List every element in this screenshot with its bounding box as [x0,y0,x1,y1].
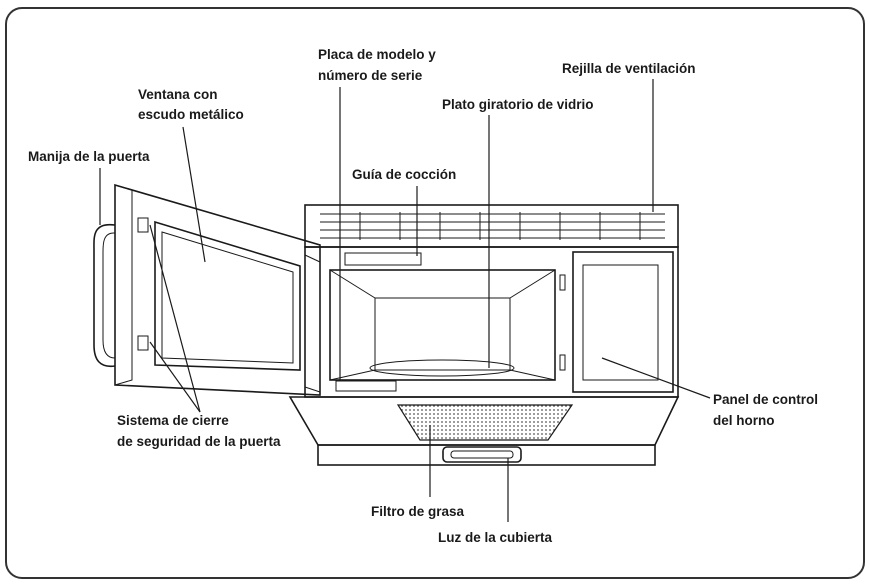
label-interlock-1: Sistema de cierre [117,413,229,428]
label-vent-grille: Rejilla de ventilación [562,61,696,76]
grease-filter [396,404,574,441]
bottom-lip [317,444,656,466]
label-window-2: escudo metálico [138,107,244,122]
cooktop-light [442,446,522,463]
interlock-top [137,217,149,233]
model-serial-plate [335,380,397,392]
microwave-body [288,204,680,466]
label-cooking-guide: Guía de cocción [352,167,456,182]
label-control-panel-1: Panel de control [713,392,818,407]
glass-turntable [369,359,515,377]
control-panel-frame [572,251,674,393]
label-door-handle: Manija de la puerta [28,149,150,164]
control-panel [582,264,659,381]
label-grease-filter: Filtro de grasa [371,504,465,519]
door-window [161,231,294,364]
label-model-plate-2: número de serie [318,68,423,83]
vent-grille [320,212,665,240]
oven-cavity [329,269,556,381]
label-window-1: Ventana con [138,87,218,102]
open-door [93,183,321,396]
label-turntable: Plato giratorio de vidrio [442,97,594,112]
label-interlock-2: de seguridad de la puerta [117,434,281,449]
door-window-outer [154,220,301,371]
cooking-guide-plate [344,252,422,266]
label-cooktop-light: Luz de la cubierta [438,530,553,545]
door-edge [114,184,133,386]
label-model-plate-1: Placa de modelo y [318,47,436,62]
leader-lines [99,79,711,522]
label-control-panel-2: del horno [713,413,775,428]
cavity-back-wall [374,297,511,371]
labels: Placa de modelo y número de serie Rejill… [28,47,818,545]
diagram-frame [5,7,865,579]
interlock-bottom [137,335,149,351]
door-handle [93,223,116,368]
